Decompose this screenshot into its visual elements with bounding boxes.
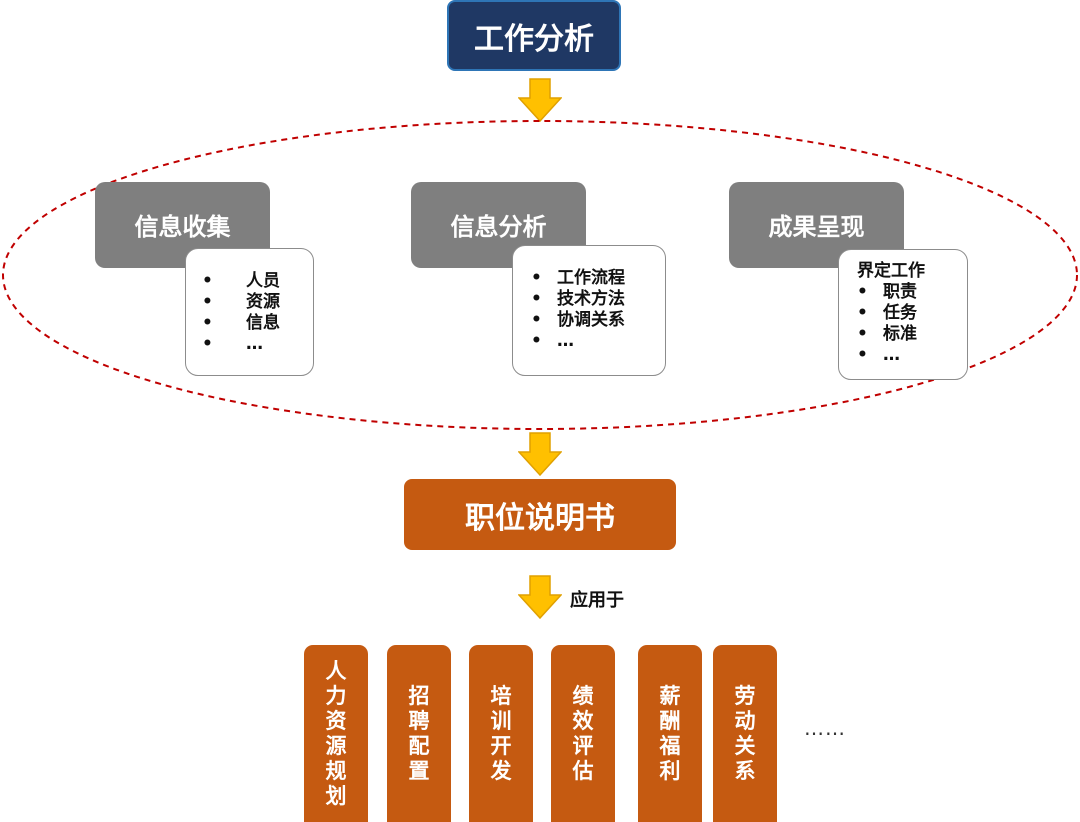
list-item: •… bbox=[857, 345, 900, 365]
down-arrow-icon bbox=[518, 575, 562, 619]
title-box: 工作分析 bbox=[447, 0, 621, 71]
list-item: •资源 bbox=[202, 292, 280, 312]
list-item: •技术方法 bbox=[531, 289, 625, 309]
application-hr-planning: 人力资源规划 bbox=[304, 645, 368, 822]
job-description-box: 职位说明书 bbox=[404, 479, 676, 550]
list-item: •标准 bbox=[857, 324, 917, 344]
list-item: •职责 bbox=[857, 282, 917, 302]
more-ellipsis: …… bbox=[804, 716, 846, 740]
list-item: •… bbox=[531, 331, 574, 351]
phase-detail-information-analysis: •工作流程 •技术方法 •协调关系 •… bbox=[512, 245, 666, 376]
list-item: •任务 bbox=[857, 303, 917, 323]
application-compensation: 薪酬福利 bbox=[638, 645, 702, 822]
detail-header: 界定工作 bbox=[857, 261, 925, 281]
down-arrow-icon bbox=[518, 78, 562, 122]
phase-box-result-presentation: 成果呈现 bbox=[729, 182, 904, 268]
list-item: •协调关系 bbox=[531, 310, 625, 330]
phase-detail-information-collection: •人员 •资源 •信息 •… bbox=[185, 248, 314, 376]
application-performance: 绩效评估 bbox=[551, 645, 615, 822]
analysis-process-ellipse bbox=[0, 118, 1080, 432]
application-training: 培训开发 bbox=[469, 645, 533, 822]
list-item: •信息 bbox=[202, 313, 280, 333]
list-item: •人员 bbox=[202, 271, 280, 291]
down-arrow-icon bbox=[518, 432, 562, 476]
phase-detail-result-presentation: 界定工作 •职责 •任务 •标准 •… bbox=[838, 249, 968, 380]
apply-label: 应用于 bbox=[570, 590, 624, 611]
application-labor-relations: 劳动关系 bbox=[713, 645, 777, 822]
application-recruitment: 招聘配置 bbox=[387, 645, 451, 822]
list-item: •工作流程 bbox=[531, 268, 625, 288]
list-item: •… bbox=[202, 334, 263, 354]
